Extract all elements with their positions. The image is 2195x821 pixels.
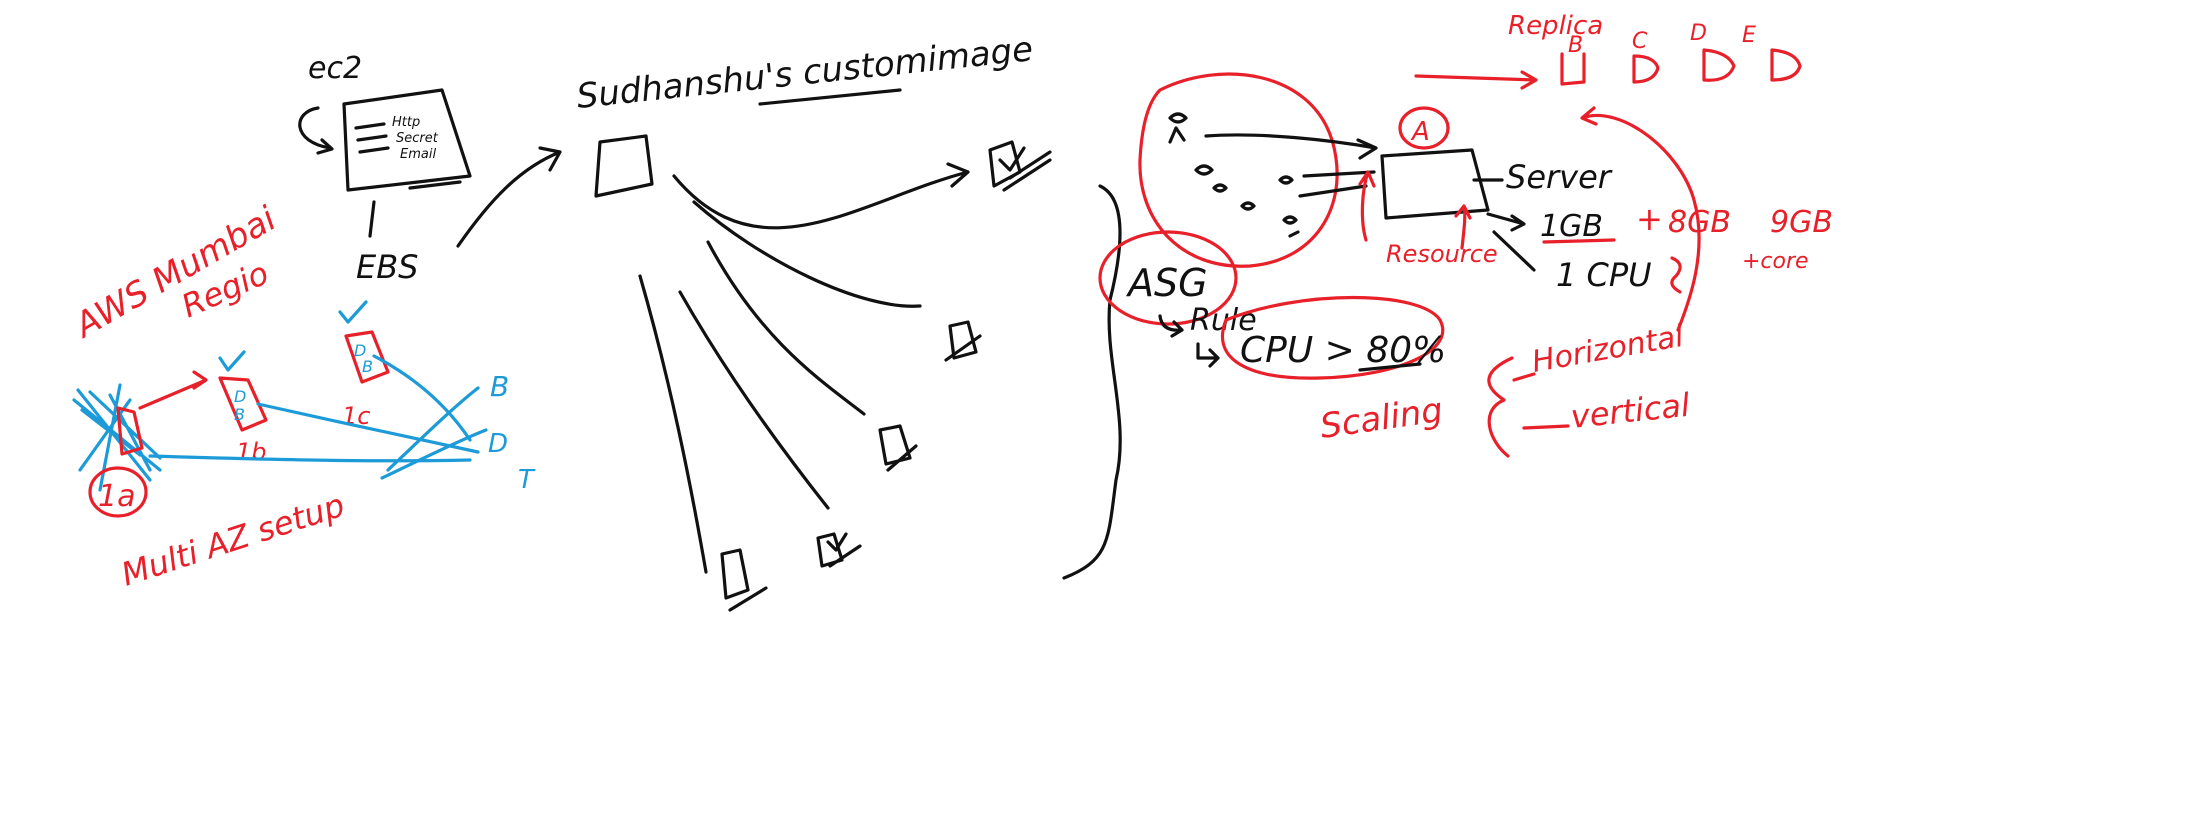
server-box <box>1380 148 1490 220</box>
asg-label: ASG <box>1125 261 1208 305</box>
ec2-curl-arrow <box>298 106 334 155</box>
check-mark-1 <box>218 350 246 372</box>
spec-core: +core <box>1742 249 1809 274</box>
custom-image-label: Sudhanshu's customimage <box>575 29 1035 117</box>
replica-label: Replica <box>1508 11 1603 41</box>
resource-label: Resource <box>1386 240 1498 268</box>
users-to-server-arrow-2 <box>1298 170 1376 198</box>
az-1a-label: 1a <box>98 479 135 514</box>
spec-brace <box>1670 256 1682 294</box>
resource-arrow-1 <box>1358 170 1376 242</box>
replica-letter-c: C <box>1632 29 1648 54</box>
blue-d-label: D <box>488 429 508 459</box>
threshold-underline <box>1358 362 1422 372</box>
blue-link-1a-1b <box>148 454 472 463</box>
blue-cross-2 <box>380 428 488 480</box>
scribbled-db-1a <box>72 383 162 492</box>
replicate-arrow <box>138 370 208 410</box>
ebs-label: EBS <box>356 248 418 286</box>
db-1c-letter-b: B <box>362 357 373 376</box>
users-to-server-arrow <box>1204 133 1378 160</box>
condition-arrow <box>1196 342 1220 368</box>
scaling-label: Scaling <box>1318 390 1446 447</box>
horizontal-label: Horizontal <box>1529 319 1687 380</box>
users-cluster-outline <box>1138 72 1339 268</box>
spec-plus: + <box>1636 200 1663 238</box>
user-icons <box>1168 112 1300 238</box>
az-1a-circle <box>88 466 148 518</box>
box-line-3: Email <box>400 147 436 162</box>
blue-link-1c-down <box>372 354 472 442</box>
box-list-lines <box>354 122 390 154</box>
spec-ram-underline <box>1542 238 1616 244</box>
instance-glyph-3 <box>878 424 918 472</box>
replica-box-c <box>1632 54 1660 84</box>
box-underline <box>408 180 462 190</box>
spec-total: 9GB <box>1770 205 1833 240</box>
vertical-lead <box>1522 424 1570 430</box>
group-brace <box>1062 184 1122 580</box>
blue-t-label: T <box>518 465 536 495</box>
db-1a-outline <box>116 406 144 456</box>
replica-box-b <box>1560 52 1586 86</box>
horizontal-lead <box>1512 372 1536 382</box>
launch-line-2 <box>692 200 922 308</box>
launch-line-5 <box>638 274 708 574</box>
region-diagram: AWS Mumbai Regio 1a D B 1b D B 1c B D T … <box>67 199 536 594</box>
replica-box-e <box>1770 48 1802 82</box>
az-1b-label: 1b <box>236 438 267 466</box>
vertical-label: vertical <box>1569 386 1692 436</box>
server-label: Server <box>1506 158 1613 196</box>
replica-letter-d: D <box>1690 21 1707 46</box>
blue-b-label: B <box>490 370 509 403</box>
replica-letter-b: B <box>1568 33 1583 58</box>
az-a-circle <box>1398 106 1450 150</box>
ec2-to-ebs-line <box>368 200 376 238</box>
blue-cross-1 <box>386 386 480 472</box>
ec2-instance-box <box>342 88 472 192</box>
custom-image-underline <box>758 88 902 106</box>
replica-box-d <box>1702 48 1736 82</box>
ebs-to-image-arrow <box>456 146 562 248</box>
launch-line-1 <box>672 162 970 230</box>
spec-ram: 1GB <box>1540 209 1603 244</box>
launch-line-4 <box>678 290 830 510</box>
server-to-cpu-line <box>1492 230 1536 272</box>
replica-to-horizontal-curve <box>1580 106 1701 332</box>
spec-cpu: 1 CPU <box>1556 256 1652 294</box>
custom-image-box <box>594 134 654 198</box>
custom-image-diagram: Sudhanshu's customimage <box>575 29 1052 612</box>
rule-arrow <box>1158 314 1184 338</box>
asg-circle <box>1098 230 1238 326</box>
scaling-brace <box>1487 356 1514 458</box>
db-1b-shape <box>218 376 268 432</box>
autoscaling-diagram: ASG Rule CPU > 80% A Server Resource 1GB… <box>1062 11 1833 580</box>
instance-glyph-1 <box>988 140 1052 192</box>
launch-line-3 <box>706 240 866 416</box>
instance-glyph-2 <box>944 320 982 362</box>
az-a-label: A <box>1410 117 1430 147</box>
box-line-1: Http <box>392 115 420 130</box>
db-1b-letter-d: D <box>234 387 246 406</box>
resource-arrow-2 <box>1454 204 1472 250</box>
instance-glyph-5 <box>720 548 768 612</box>
ec2-label: ec2 <box>308 51 362 86</box>
check-mark-2 <box>338 300 368 324</box>
replica-arrow <box>1414 70 1538 90</box>
instance-glyph-4 <box>816 532 862 568</box>
blue-link-1b-1c <box>256 402 480 454</box>
rule-condition-outline <box>1220 295 1445 380</box>
box-line-2: Secret <box>396 131 439 146</box>
multi-az-label: Multi AZ setup <box>117 486 349 594</box>
db-1c-letter-d: D <box>354 341 366 360</box>
db-1b-letter-b: B <box>234 405 245 424</box>
replica-letter-e: E <box>1742 23 1756 48</box>
ec2-diagram: ec2 Http Secret Email EBS <box>298 51 562 286</box>
db-1c-shape <box>344 330 390 384</box>
server-to-spec-arrow <box>1486 212 1526 232</box>
